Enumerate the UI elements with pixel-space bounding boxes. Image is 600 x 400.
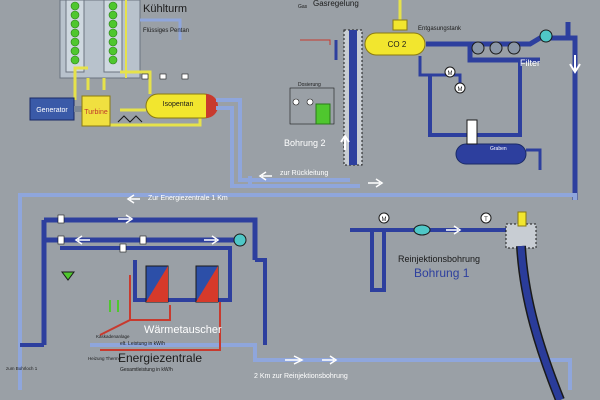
pump-icon-2 <box>413 224 431 236</box>
heat-coil-icon <box>117 115 143 123</box>
total-power-label: Gesamtleistung in kW/h <box>120 367 173 373</box>
turbine-box <box>81 95 111 127</box>
heat-exchanger-loop <box>60 246 232 302</box>
energy-center-label: Energiezentrale <box>118 351 202 365</box>
to-borehole-label: zum Bohrloch 1 <box>6 366 38 371</box>
energy-center-link-label: Zur Energiezentrale 1 Km <box>148 195 228 202</box>
left-arrow-icon-2 <box>126 194 140 204</box>
heating-red-lines <box>99 275 221 351</box>
electrical-power-label: elt. Leistung in kW/h <box>120 341 165 347</box>
turbine-label: Turbine <box>84 109 108 116</box>
gas-label: Gas <box>298 4 308 10</box>
well-1-bore <box>517 245 564 400</box>
dosing-label: Dosierung <box>298 82 321 88</box>
gas-red-line <box>300 39 331 45</box>
reinjection-title: Reinjektionsbohrung <box>398 254 480 264</box>
filter-label: Filter <box>520 58 540 68</box>
return-line-pipe <box>248 176 350 188</box>
valve-icons-top <box>141 73 189 80</box>
cooling-tower-label: Kühlturm <box>143 3 187 15</box>
reinjection-link-label: 2 Km zur Reinjektionsbohrung <box>254 373 348 380</box>
well-1-label: Bohrung 1 <box>414 266 470 280</box>
meters-m <box>444 66 466 94</box>
flow-arrow-icon-6 <box>446 225 462 235</box>
gas-regulation-label: Gasregelung <box>313 0 359 8</box>
cooling-tower <box>59 0 182 79</box>
isopentane-label: Isopentan <box>163 101 194 108</box>
gauge-m-label: M <box>382 217 387 223</box>
filter-units <box>471 29 553 55</box>
trench-label: Graben <box>490 146 507 152</box>
generator-label: Generator <box>36 107 68 114</box>
well-2-label: Bohrung 2 <box>284 138 326 148</box>
heating-label: Heizung Therme <box>88 356 122 361</box>
well-2-shaft <box>343 29 363 166</box>
heat-exchanger-2 <box>195 265 219 303</box>
meter-m-label: M <box>448 71 453 77</box>
main-vertical-pipe <box>565 22 578 200</box>
left-arrow-icon <box>258 171 272 181</box>
hot-water-pipe <box>216 98 350 182</box>
flow-arrow-icon-5 <box>322 355 338 365</box>
energy-center-right-pipe <box>255 258 267 345</box>
co2-degassing-tank <box>364 32 426 56</box>
safety-valve-icon <box>61 271 75 281</box>
flow-arrow-icon-2 <box>74 235 90 245</box>
dosing-unit <box>289 87 335 125</box>
heat-exchanger-1 <box>145 265 169 303</box>
thermometer-icon <box>480 212 492 224</box>
right-arrow-icon <box>368 178 384 188</box>
trench-graben <box>455 119 542 170</box>
return-line-label: zur Rückleitung <box>280 170 328 177</box>
gauge-t-label: T <box>484 217 488 223</box>
pump-icon <box>233 233 247 247</box>
shaft <box>74 106 82 112</box>
degassing-tank-label: Entgasungstank <box>418 26 462 32</box>
down-arrow-icon <box>569 55 581 74</box>
co2-label: CO 2 <box>388 40 407 49</box>
flow-arrow-icon-3 <box>204 235 220 245</box>
up-arrow-icon <box>340 134 350 150</box>
flow-arrow-icon-4 <box>285 355 304 365</box>
pentane-lines <box>73 66 152 100</box>
valve-row-energy <box>57 214 147 253</box>
reinjection-return-pipe <box>90 343 572 390</box>
pressure-gauge-icon <box>378 212 390 224</box>
reinjection-vertical-pipe <box>370 230 386 292</box>
flow-arrow-icon <box>118 214 134 224</box>
energy-center-supply-pipe <box>18 193 577 390</box>
heat-exchanger-label: Wärmetauscher <box>144 324 222 336</box>
degassed-water-pipe <box>426 41 540 63</box>
cascade-plant-label: Kaskadenanlage <box>96 334 130 339</box>
gas-regulator-box <box>392 19 408 31</box>
drain-pipe <box>418 56 462 85</box>
meter-m2-label: M <box>458 87 463 93</box>
green-pump-lines <box>109 300 119 312</box>
liquid-pentane-label: Flüssiges Pentan <box>143 28 189 34</box>
